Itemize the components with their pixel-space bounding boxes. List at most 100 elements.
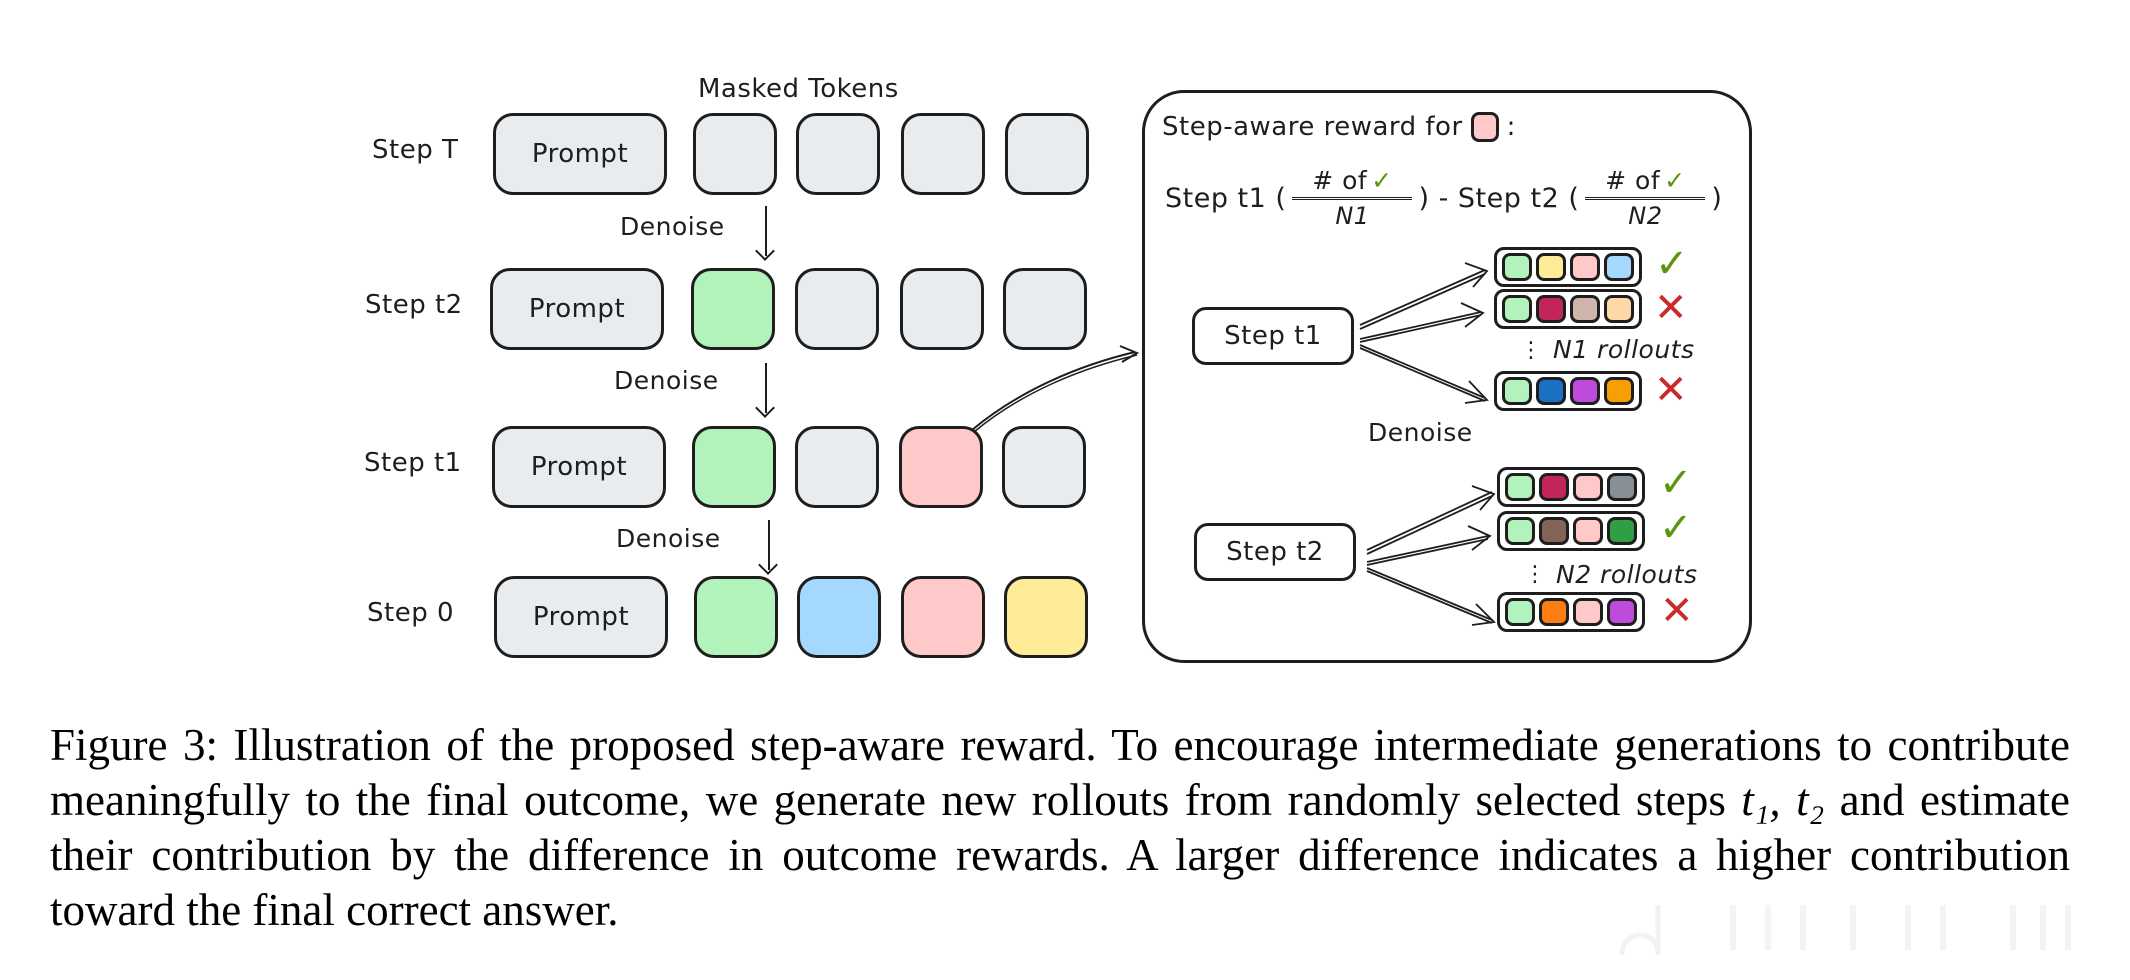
panel-denoise-label: Denoise: [1368, 418, 1473, 447]
rollout-row: [1497, 511, 1645, 551]
token-box: [1002, 426, 1086, 508]
formula-denominator-1: N1: [1335, 202, 1370, 230]
check-icon: ✓: [1659, 460, 1693, 506]
prompt-label: Prompt: [530, 452, 628, 482]
denoise-label: Denoise: [620, 212, 725, 241]
rollout-token: [1539, 517, 1569, 545]
formula-numerator-2: # of: [1605, 166, 1661, 195]
rollout-token: [1502, 295, 1532, 323]
rollout-token: [1536, 295, 1566, 323]
rollout-token: [1604, 295, 1634, 323]
rollout-row: [1497, 592, 1645, 632]
fanout-arrows-icon: [1366, 485, 1496, 626]
token-box: [795, 426, 879, 508]
rollout-token: [1573, 598, 1603, 626]
caption-math: t₁, t₂: [1741, 775, 1825, 825]
check-icon: ✓: [1371, 166, 1393, 195]
rollout-row: [1494, 247, 1642, 287]
step-aware-reward-panel: [1142, 90, 1752, 663]
row-label-step-t1: Step t1: [364, 448, 462, 478]
fraction-bar: [1585, 197, 1706, 200]
reward-formula: Step t1 ( # of✓ N1 ) - Step t2 ( # of✓ N…: [1165, 166, 1722, 230]
fraction-bar: [1292, 197, 1413, 200]
rollout-token: [1573, 473, 1603, 501]
formula-term1-close: ): [1418, 182, 1430, 214]
rollout-token: [1539, 473, 1569, 501]
rollout-token: [1505, 473, 1535, 501]
step-t2-node: Step t2: [1194, 523, 1356, 581]
check-icon: ✓: [1655, 241, 1689, 287]
rollout-token: [1607, 598, 1637, 626]
formula-fraction-2: # of✓ N2: [1585, 166, 1706, 230]
prompt-box-step-t1: Prompt: [492, 426, 666, 508]
highlight-token-swatch: [1470, 112, 1499, 142]
caption-lead: Figure 3: Illustration of the proposed s…: [50, 720, 2070, 825]
step-node-label: Step t1: [1224, 321, 1322, 351]
rollout-token: [1539, 598, 1569, 626]
rollout-token: [1570, 295, 1600, 323]
token-box: [797, 576, 881, 658]
token-box: [796, 113, 880, 195]
down-arrow-icon: [765, 206, 767, 256]
prompt-box-step-t2: Prompt: [490, 268, 664, 350]
rollout-token: [1536, 377, 1566, 405]
caption-tail: and estimate their contribution by the d…: [50, 775, 2070, 935]
panel-title: Step-aware reward for :: [1162, 112, 1516, 142]
denoise-label: Denoise: [614, 366, 719, 395]
rollout-token: [1505, 598, 1535, 626]
check-icon: ✓: [1659, 505, 1693, 551]
rollout-token: [1536, 253, 1566, 281]
denoise-label: Denoise: [616, 524, 721, 553]
step-t1-node: Step t1: [1192, 307, 1354, 365]
figure-caption: Figure 3: Illustration of the proposed s…: [50, 718, 2070, 938]
prompt-label: Prompt: [532, 602, 630, 632]
formula-fraction-1: # of✓ N1: [1292, 166, 1413, 230]
masked-tokens-label: Masked Tokens: [698, 74, 899, 104]
rollout-token: [1607, 473, 1637, 501]
prompt-box-step-T: Prompt: [493, 113, 667, 195]
rollout-token: [1604, 377, 1634, 405]
rollout-token: [1573, 517, 1603, 545]
ellipsis-icon: ⋮: [1524, 562, 1547, 587]
formula-term2-close: ): [1711, 182, 1723, 214]
down-arrow-icon: [768, 520, 770, 570]
cross-icon: ✕: [1660, 588, 1694, 634]
prompt-label: Prompt: [528, 294, 626, 324]
ellipsis-icon: ⋮: [1520, 338, 1543, 363]
token-box: [901, 576, 985, 658]
cross-icon: ✕: [1654, 367, 1688, 413]
panel-title-text: Step-aware reward for: [1162, 112, 1463, 142]
formula-numerator-1: # of: [1312, 166, 1368, 195]
formula-denominator-2: N2: [1628, 202, 1663, 230]
token-box: [691, 268, 775, 350]
cross-icon: ✕: [1654, 285, 1688, 331]
token-box: [692, 426, 776, 508]
rollout-token: [1570, 377, 1600, 405]
watermark-logo: [1619, 905, 2071, 955]
rollouts-count-label: N1 rollouts: [1553, 335, 1695, 364]
row-label-step-T: Step T: [372, 135, 459, 165]
rollout-token: [1502, 253, 1532, 281]
down-arrow-icon: [765, 363, 767, 413]
rollout-row: [1497, 467, 1645, 507]
rollout-token: [1604, 253, 1634, 281]
connector-arrow-icon: [971, 345, 1140, 433]
row-label-step-0: Step 0: [367, 598, 455, 628]
formula-term2-label: Step t2 (: [1457, 182, 1580, 214]
token-box: [1003, 268, 1087, 350]
rollout-token: [1607, 517, 1637, 545]
token-box: [1004, 576, 1088, 658]
fanout-arrows-icon: [1359, 262, 1489, 404]
prompt-box-step-0: Prompt: [494, 576, 668, 658]
token-box: [900, 268, 984, 350]
token-box: [901, 113, 985, 195]
rollout-token: [1502, 377, 1532, 405]
step-node-label: Step t2: [1226, 537, 1324, 567]
rollout-row: [1494, 371, 1642, 411]
rollout-token: [1505, 517, 1535, 545]
token-box: [693, 113, 777, 195]
formula-term1-label: Step t1 (: [1165, 182, 1287, 214]
rollout-token: [1570, 253, 1600, 281]
rollouts-count-label: N2 rollouts: [1556, 560, 1698, 589]
prompt-label: Prompt: [531, 139, 629, 169]
